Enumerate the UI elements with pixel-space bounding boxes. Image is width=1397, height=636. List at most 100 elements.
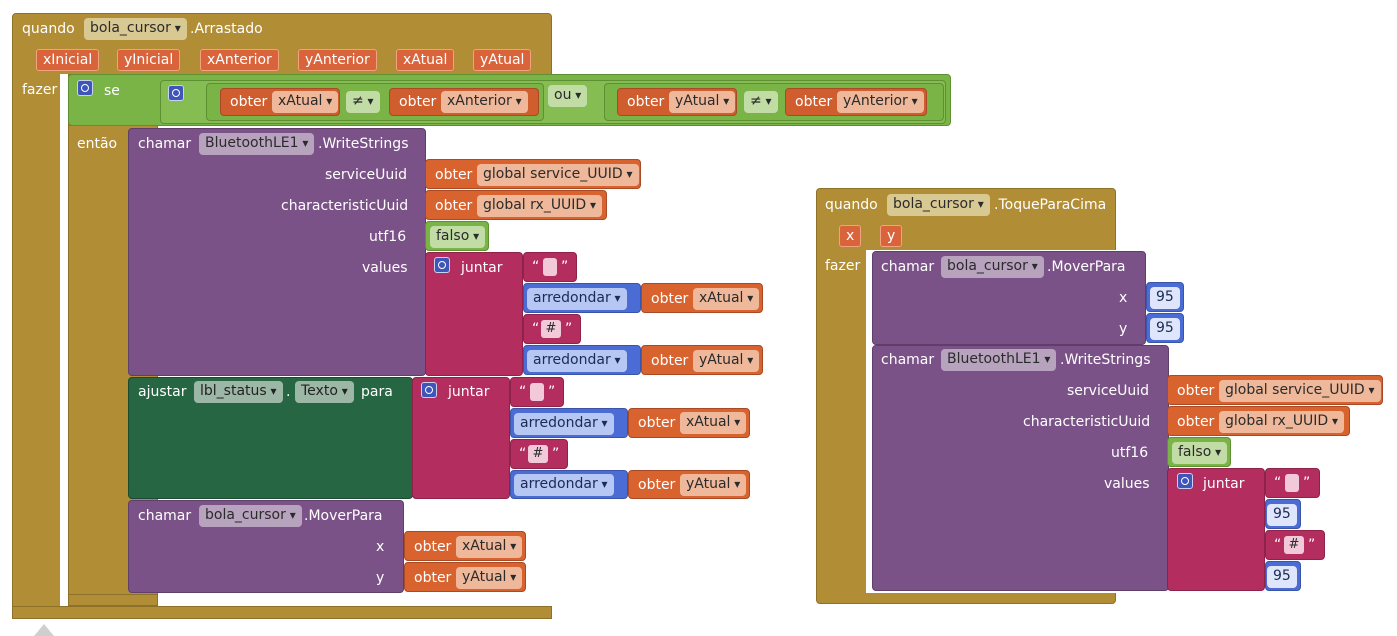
empty-string-field[interactable] [1285, 474, 1299, 492]
bola-cursor-dropdown[interactable]: bola_cursor [199, 505, 302, 527]
get-label: obter [435, 198, 473, 214]
values-socket-label: values [362, 260, 408, 276]
call-label: chamar [138, 136, 192, 152]
call-writestrings-block[interactable] [872, 345, 1169, 591]
get-label: obter [651, 291, 689, 307]
values-socket-label: values [1104, 476, 1150, 492]
serviceuuid-socket-label: serviceUuid [325, 167, 408, 183]
lbl-status-dropdown[interactable]: lbl_status [194, 381, 283, 403]
number-field[interactable]: 95 [1267, 504, 1297, 526]
get-label: obter [1177, 383, 1215, 399]
moverpara-method-label: .MoverPara [1047, 259, 1126, 275]
bluetooth-component-dropdown[interactable]: BluetoothLE1 [941, 349, 1057, 371]
event-when-label: quando [22, 21, 75, 37]
quote-close-icon: ” [552, 446, 560, 462]
get-label: obter [651, 353, 689, 369]
event-arrastado-footer [12, 606, 552, 619]
empty-string-field[interactable] [543, 258, 557, 276]
quote-open-icon: “ [532, 259, 540, 275]
hash-string-field[interactable]: # [541, 320, 561, 338]
round-op-dropdown[interactable]: arredondar [514, 474, 614, 496]
get-label: obter [638, 477, 676, 493]
quote-close-icon: ” [1303, 475, 1311, 491]
texto-property-dropdown[interactable]: Texto [295, 381, 354, 403]
param-yinicial[interactable]: yInicial [117, 49, 181, 71]
event-component-dropdown[interactable]: bola_cursor [887, 194, 990, 216]
moverpara-method-label: .MoverPara [304, 508, 383, 524]
var-xatual-dropdown[interactable]: xAtual [272, 91, 339, 113]
var-yatual-dropdown[interactable]: yAtual [693, 350, 760, 372]
bluetooth-component-dropdown[interactable]: BluetoothLE1 [199, 133, 315, 155]
event-name-label: .ToqueParaCima [994, 197, 1107, 213]
x-socket-label: x [1119, 290, 1128, 306]
call-label: chamar [138, 508, 192, 524]
join-label: juntar [448, 384, 490, 400]
param-xinicial[interactable]: xInicial [36, 49, 100, 71]
number-field[interactable]: 95 [1150, 287, 1180, 309]
global-service-uuid-dropdown[interactable]: global service_UUID [477, 164, 639, 186]
quote-close-icon: ” [561, 259, 569, 275]
var-xanterior-dropdown[interactable]: xAnterior [441, 91, 528, 113]
param-y[interactable]: y [880, 225, 903, 247]
characteristicuuid-socket-label: characteristicUuid [281, 198, 409, 214]
get-label: obter [435, 167, 473, 183]
param-x[interactable]: x [839, 225, 862, 247]
get-label: obter [1177, 414, 1215, 430]
event-do-label: fazer [825, 258, 861, 274]
var-xatual-dropdown[interactable]: xAtual [693, 288, 760, 310]
event-do-label: fazer [22, 82, 58, 98]
or-operator-dropdown[interactable]: ou [548, 85, 588, 107]
if-label: se [104, 83, 120, 99]
false-dropdown[interactable]: falso [1172, 442, 1228, 464]
empty-string-field[interactable] [530, 383, 544, 401]
global-service-uuid-dropdown[interactable]: global service_UUID [1219, 380, 1381, 402]
false-dropdown[interactable]: falso [430, 226, 486, 248]
call-label: chamar [881, 259, 935, 275]
var-yanterior-dropdown[interactable]: yAnterior [837, 91, 924, 113]
get-label: obter [627, 94, 665, 110]
var-yatual-dropdown[interactable]: yAtual [456, 567, 523, 589]
join-gear-icon[interactable] [434, 257, 450, 273]
writestrings-method-label: .WriteStrings [318, 136, 409, 152]
var-yatual-dropdown[interactable]: yAtual [680, 474, 747, 496]
join-label: juntar [461, 260, 503, 276]
round-op-dropdown[interactable]: arredondar [527, 288, 627, 310]
round-op-dropdown[interactable]: arredondar [514, 413, 614, 435]
event-component-dropdown[interactable]: bola_cursor [84, 18, 187, 40]
get-label: obter [414, 539, 452, 555]
global-rx-uuid-dropdown[interactable]: global rx_UUID [1219, 411, 1345, 433]
or-gear-icon[interactable] [168, 85, 184, 101]
join-label: juntar [1203, 476, 1245, 492]
var-yatual-dropdown[interactable]: yAtual [669, 91, 736, 113]
if-gear-icon[interactable] [77, 80, 93, 96]
event-name-label: .Arrastado [190, 21, 263, 37]
set-label: ajustar [138, 384, 187, 400]
param-xatual[interactable]: xAtual [396, 49, 455, 71]
quote-open-icon: “ [519, 384, 527, 400]
round-op-dropdown[interactable]: arredondar [527, 350, 627, 372]
y-socket-label: y [376, 570, 385, 586]
join-gear-icon[interactable] [1177, 473, 1193, 489]
hash-string-field[interactable]: # [1284, 536, 1304, 554]
var-xatual-dropdown[interactable]: xAtual [680, 412, 747, 434]
number-field[interactable]: 95 [1267, 566, 1297, 588]
param-yanterior[interactable]: yAnterior [298, 49, 377, 71]
neq-operator-dropdown[interactable]: ≠ [744, 91, 778, 113]
quote-open-icon: “ [532, 321, 540, 337]
warning-indicator-icon[interactable] [34, 624, 54, 636]
bola-cursor-dropdown[interactable]: bola_cursor [941, 256, 1044, 278]
get-label: obter [414, 570, 452, 586]
join-gear-icon[interactable] [421, 382, 437, 398]
number-field[interactable]: 95 [1150, 318, 1180, 340]
get-label: obter [230, 94, 268, 110]
call-writestrings-block[interactable] [128, 128, 426, 376]
param-xanterior[interactable]: xAnterior [200, 49, 279, 71]
hash-string-field[interactable]: # [528, 445, 548, 463]
to-label: para [361, 384, 393, 400]
var-xatual-dropdown[interactable]: xAtual [456, 536, 523, 558]
param-yatual[interactable]: yAtual [473, 49, 532, 71]
if-bottom [68, 594, 158, 606]
global-rx-uuid-dropdown[interactable]: global rx_UUID [477, 195, 603, 217]
neq-operator-dropdown[interactable]: ≠ [346, 91, 380, 113]
characteristicuuid-socket-label: characteristicUuid [1023, 414, 1151, 430]
